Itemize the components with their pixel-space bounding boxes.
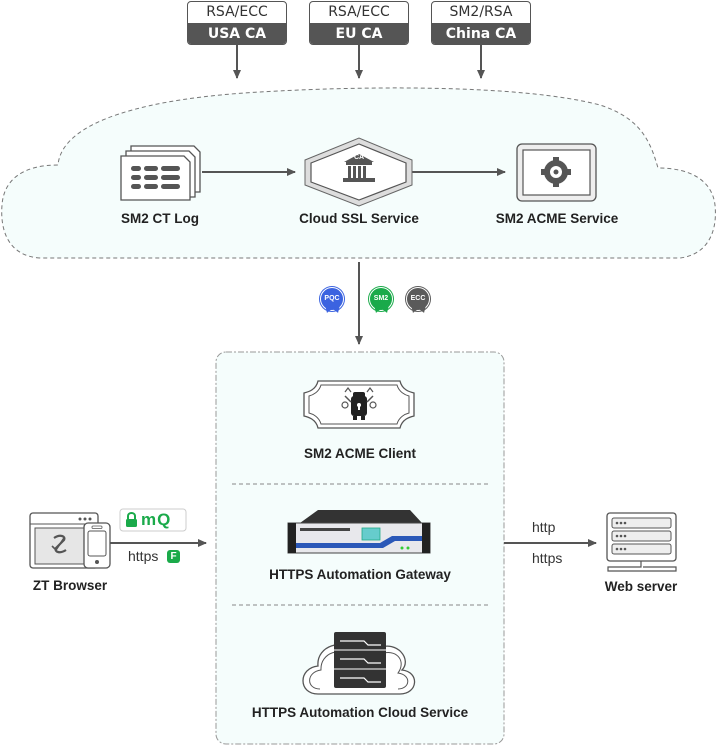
mq-badge — [119, 508, 187, 532]
ca-name: China CA — [432, 23, 530, 44]
acme-client-label: SM2 ACME Client — [303, 446, 416, 461]
ca-algorithms: SM2/RSA — [449, 4, 513, 20]
web-server-label: Web server — [604, 579, 678, 594]
zt-browser-icon — [29, 512, 111, 569]
badge-sm2-label: SM2 — [369, 287, 393, 311]
mq-brand-text: mQ — [141, 510, 172, 529]
cloud-service-icon — [302, 632, 416, 695]
protocol-http: http — [532, 519, 556, 535]
badge-ecc-label: ECC — [406, 287, 430, 311]
ct-log-icon — [120, 145, 201, 201]
ca-name: EU CA — [310, 23, 408, 44]
badge-pqc: PQC — [320, 287, 344, 315]
browser-label: ZT Browser — [32, 578, 108, 593]
badge-ecc: ECC — [406, 287, 430, 315]
ca-name: USA CA — [188, 23, 286, 44]
ca-box-eu: RSA/ECC EU CA — [309, 1, 409, 45]
web-server-icon — [606, 512, 677, 572]
badge-pqc-label: PQC — [320, 287, 344, 311]
ca-box-china: SM2/RSA China CA — [431, 1, 531, 45]
acme-service-icon — [516, 143, 597, 202]
ssl-service-label: Cloud SSL Service — [299, 211, 419, 226]
browser-protocol: https — [128, 548, 159, 564]
acme-client-icon — [303, 380, 415, 429]
ct-log-label: SM2 CT Log — [121, 211, 199, 226]
cloud-ssl-icon — [304, 137, 413, 207]
ca-badge-text: CA — [353, 154, 365, 161]
cloud-service-label: HTTPS Automation Cloud Service — [251, 705, 469, 720]
ca-algorithms: RSA/ECC — [328, 4, 390, 20]
gateway-appliance-icon — [287, 510, 431, 554]
badge-sm2: SM2 — [369, 287, 393, 315]
grade-badge: F — [167, 550, 180, 563]
acme-service-label: SM2 ACME Service — [495, 211, 619, 226]
ca-algorithms: RSA/ECC — [206, 4, 268, 20]
ca-box-usa: RSA/ECC USA CA — [187, 1, 287, 45]
gateway-label: HTTPS Automation Gateway — [269, 567, 451, 582]
protocol-https: https — [532, 550, 563, 566]
